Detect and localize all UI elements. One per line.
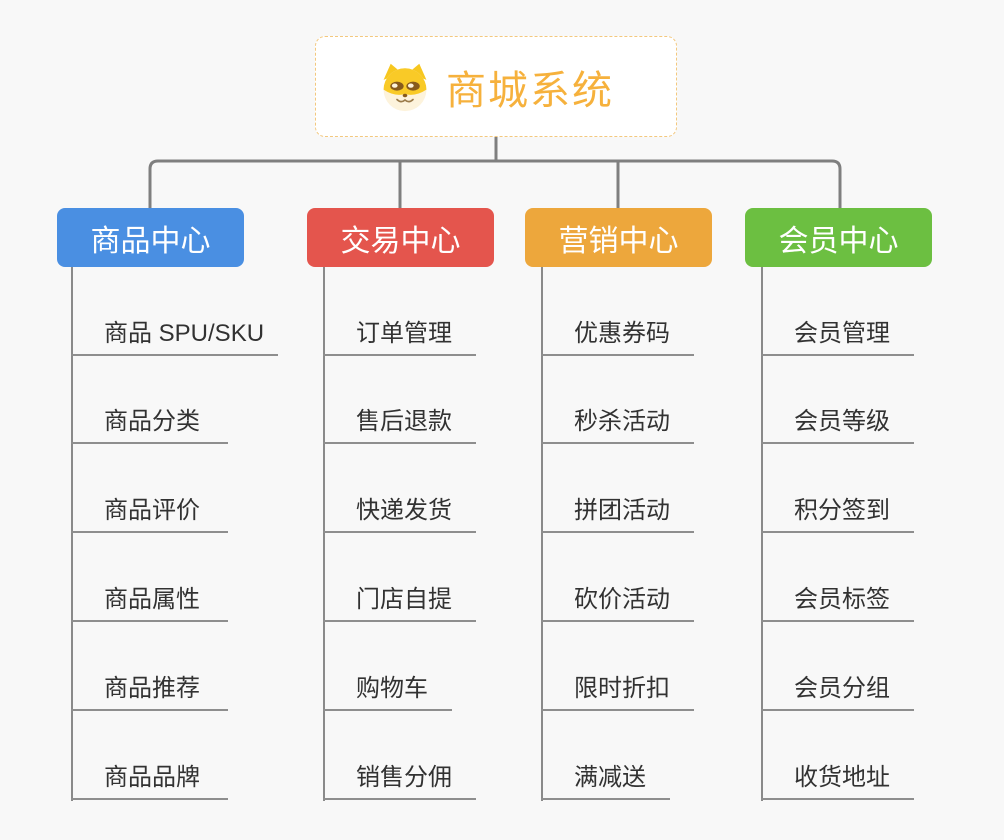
leaf-topic[interactable]: 拼团活动 [541, 489, 694, 533]
branch-header-label: 商品中心 [90, 224, 211, 258]
leaf-topic[interactable]: 商品 SPU/SKU [71, 312, 278, 356]
leaf-topic[interactable]: 会员标签 [761, 578, 914, 622]
leaf-topic[interactable]: 售后退款 [323, 400, 476, 444]
leaf-topic[interactable]: 商品属性 [71, 578, 228, 622]
doge-face-icon [383, 63, 427, 111]
leaf-topic[interactable]: 商品评价 [71, 489, 228, 533]
leaf-topic[interactable]: 会员等级 [761, 400, 914, 444]
leaf-topic[interactable]: 销售分佣 [323, 756, 476, 800]
branch-header-label: 交易中心 [340, 224, 461, 258]
leaf-topic[interactable]: 商品推荐 [71, 667, 228, 711]
root-topic[interactable]: 商城系统 [315, 36, 677, 137]
leaf-topic[interactable]: 砍价活动 [541, 578, 694, 622]
leaf-topic[interactable]: 购物车 [323, 667, 452, 711]
branch-header-trade[interactable]: 交易中心 [307, 208, 494, 267]
leaf-topic[interactable]: 商品品牌 [71, 756, 228, 800]
branch-header-marketing[interactable]: 营销中心 [525, 208, 712, 267]
leaf-topic[interactable]: 满减送 [541, 756, 670, 800]
branch-header-member[interactable]: 会员中心 [745, 208, 932, 267]
leaf-topic[interactable]: 限时折扣 [541, 667, 694, 711]
leaf-topic[interactable]: 积分签到 [761, 489, 914, 533]
leaf-topic[interactable]: 秒杀活动 [541, 400, 694, 444]
branch-header-product[interactable]: 商品中心 [57, 208, 244, 267]
leaf-topic[interactable]: 订单管理 [323, 312, 476, 356]
leaf-topic[interactable]: 商品分类 [71, 400, 228, 444]
branch-header-label: 会员中心 [778, 224, 899, 258]
leaf-topic[interactable]: 快递发货 [323, 489, 476, 533]
leaf-topic[interactable]: 门店自提 [323, 578, 476, 622]
leaf-topic[interactable]: 会员管理 [761, 312, 914, 356]
leaf-topic[interactable]: 会员分组 [761, 667, 914, 711]
branch-header-label: 营销中心 [558, 224, 679, 258]
leaf-topic[interactable]: 优惠券码 [541, 312, 694, 356]
root-topic-label: 商城系统 [446, 68, 614, 113]
leaf-topic[interactable]: 收货地址 [761, 756, 914, 800]
